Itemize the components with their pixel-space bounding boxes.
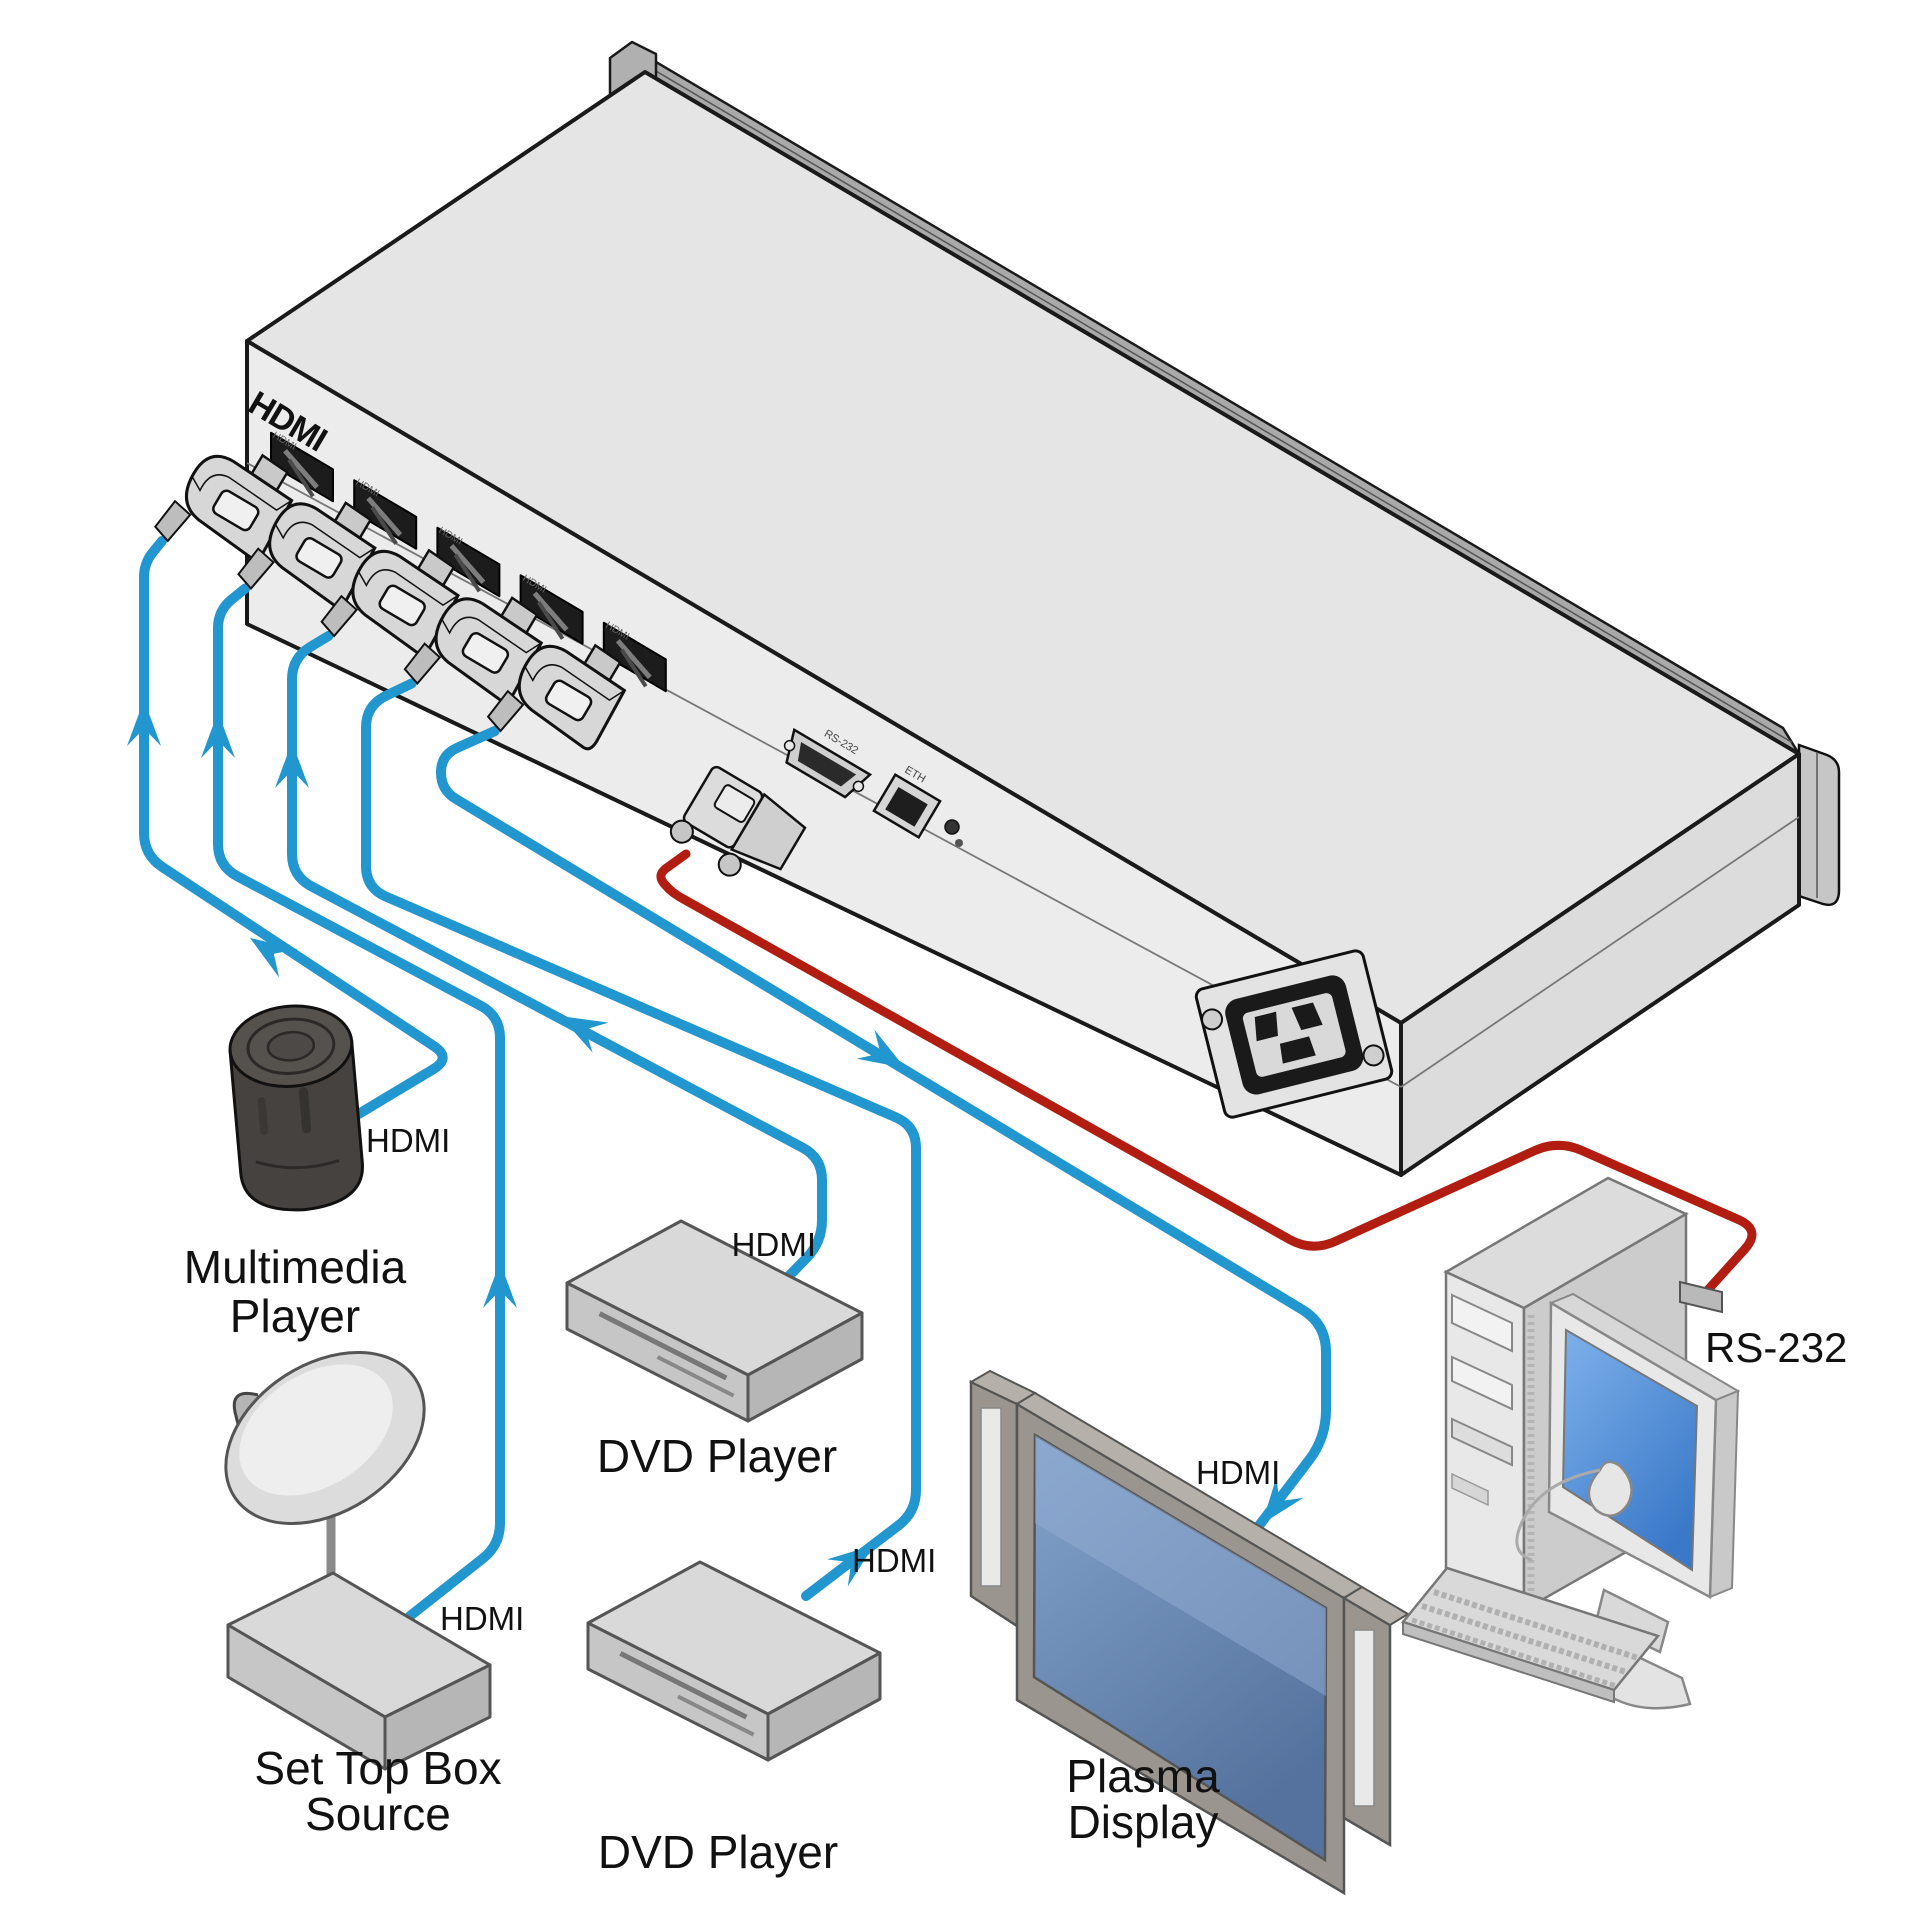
svg-text:Source: Source [305,1788,451,1840]
svg-text:HDMI: HDMI [732,1226,816,1263]
svg-text:Player: Player [230,1290,360,1342]
svg-text:HDMI: HDMI [366,1122,450,1159]
svg-text:HDMI: HDMI [440,1600,524,1637]
svg-text:Set Top Box: Set Top Box [254,1742,501,1794]
svg-text:HDMI: HDMI [1196,1454,1280,1491]
svg-text:DVD Player: DVD Player [597,1430,837,1482]
svg-text:Display: Display [1068,1796,1219,1848]
svg-text:RS-232: RS-232 [1705,1324,1847,1371]
svg-text:HDMI: HDMI [852,1542,936,1579]
svg-text:DVD Player: DVD Player [598,1826,838,1878]
svg-text:Multimedia: Multimedia [184,1241,407,1293]
svg-text:Plasma: Plasma [1066,1750,1220,1802]
